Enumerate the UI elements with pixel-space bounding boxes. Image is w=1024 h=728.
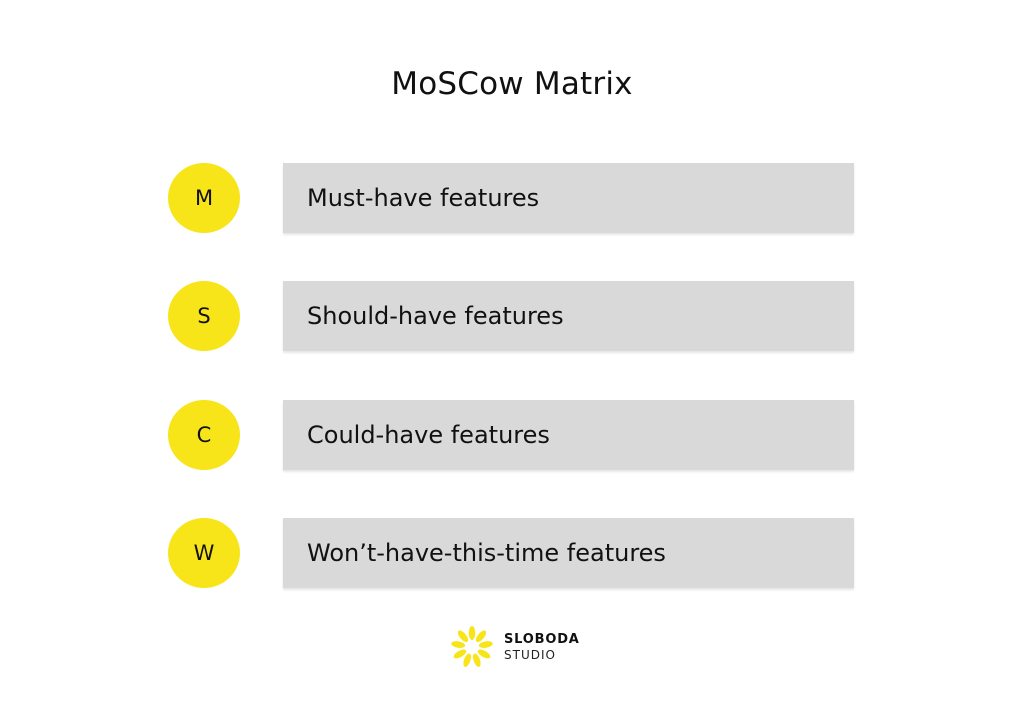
brand-subtitle: STUDIO [504,647,556,662]
feature-bar-could: Could-have features [283,400,854,470]
feature-label-must: Must-have features [307,184,540,212]
feature-bar-should: Should-have features [283,281,854,351]
brand-text: SLOBODA STUDIO [504,632,580,663]
sunburst-leaves-icon [451,626,493,667]
feature-label-could: Could-have features [307,421,550,449]
matrix-row-wont: W Won’t-have-this-time features [168,518,854,588]
feature-bar-wont: Won’t-have-this-time features [283,518,854,588]
page-title: MoSCow Matrix [391,66,633,102]
brand-logo: SLOBODA STUDIO [448,624,580,670]
feature-label-should: Should-have features [307,302,564,330]
feature-label-wont: Won’t-have-this-time features [307,539,666,567]
matrix-row-should: S Should-have features [168,281,854,351]
matrix-row-must: M Must-have features [168,163,854,233]
brand-name: SLOBODA [504,631,580,647]
letter-badge-s: S [168,281,240,351]
letter-badge-w: W [168,518,240,588]
feature-bar-must: Must-have features [283,163,854,233]
letter-badge-c: C [168,400,240,470]
letter-badge-m: M [168,163,240,233]
matrix-row-could: C Could-have features [168,400,854,470]
